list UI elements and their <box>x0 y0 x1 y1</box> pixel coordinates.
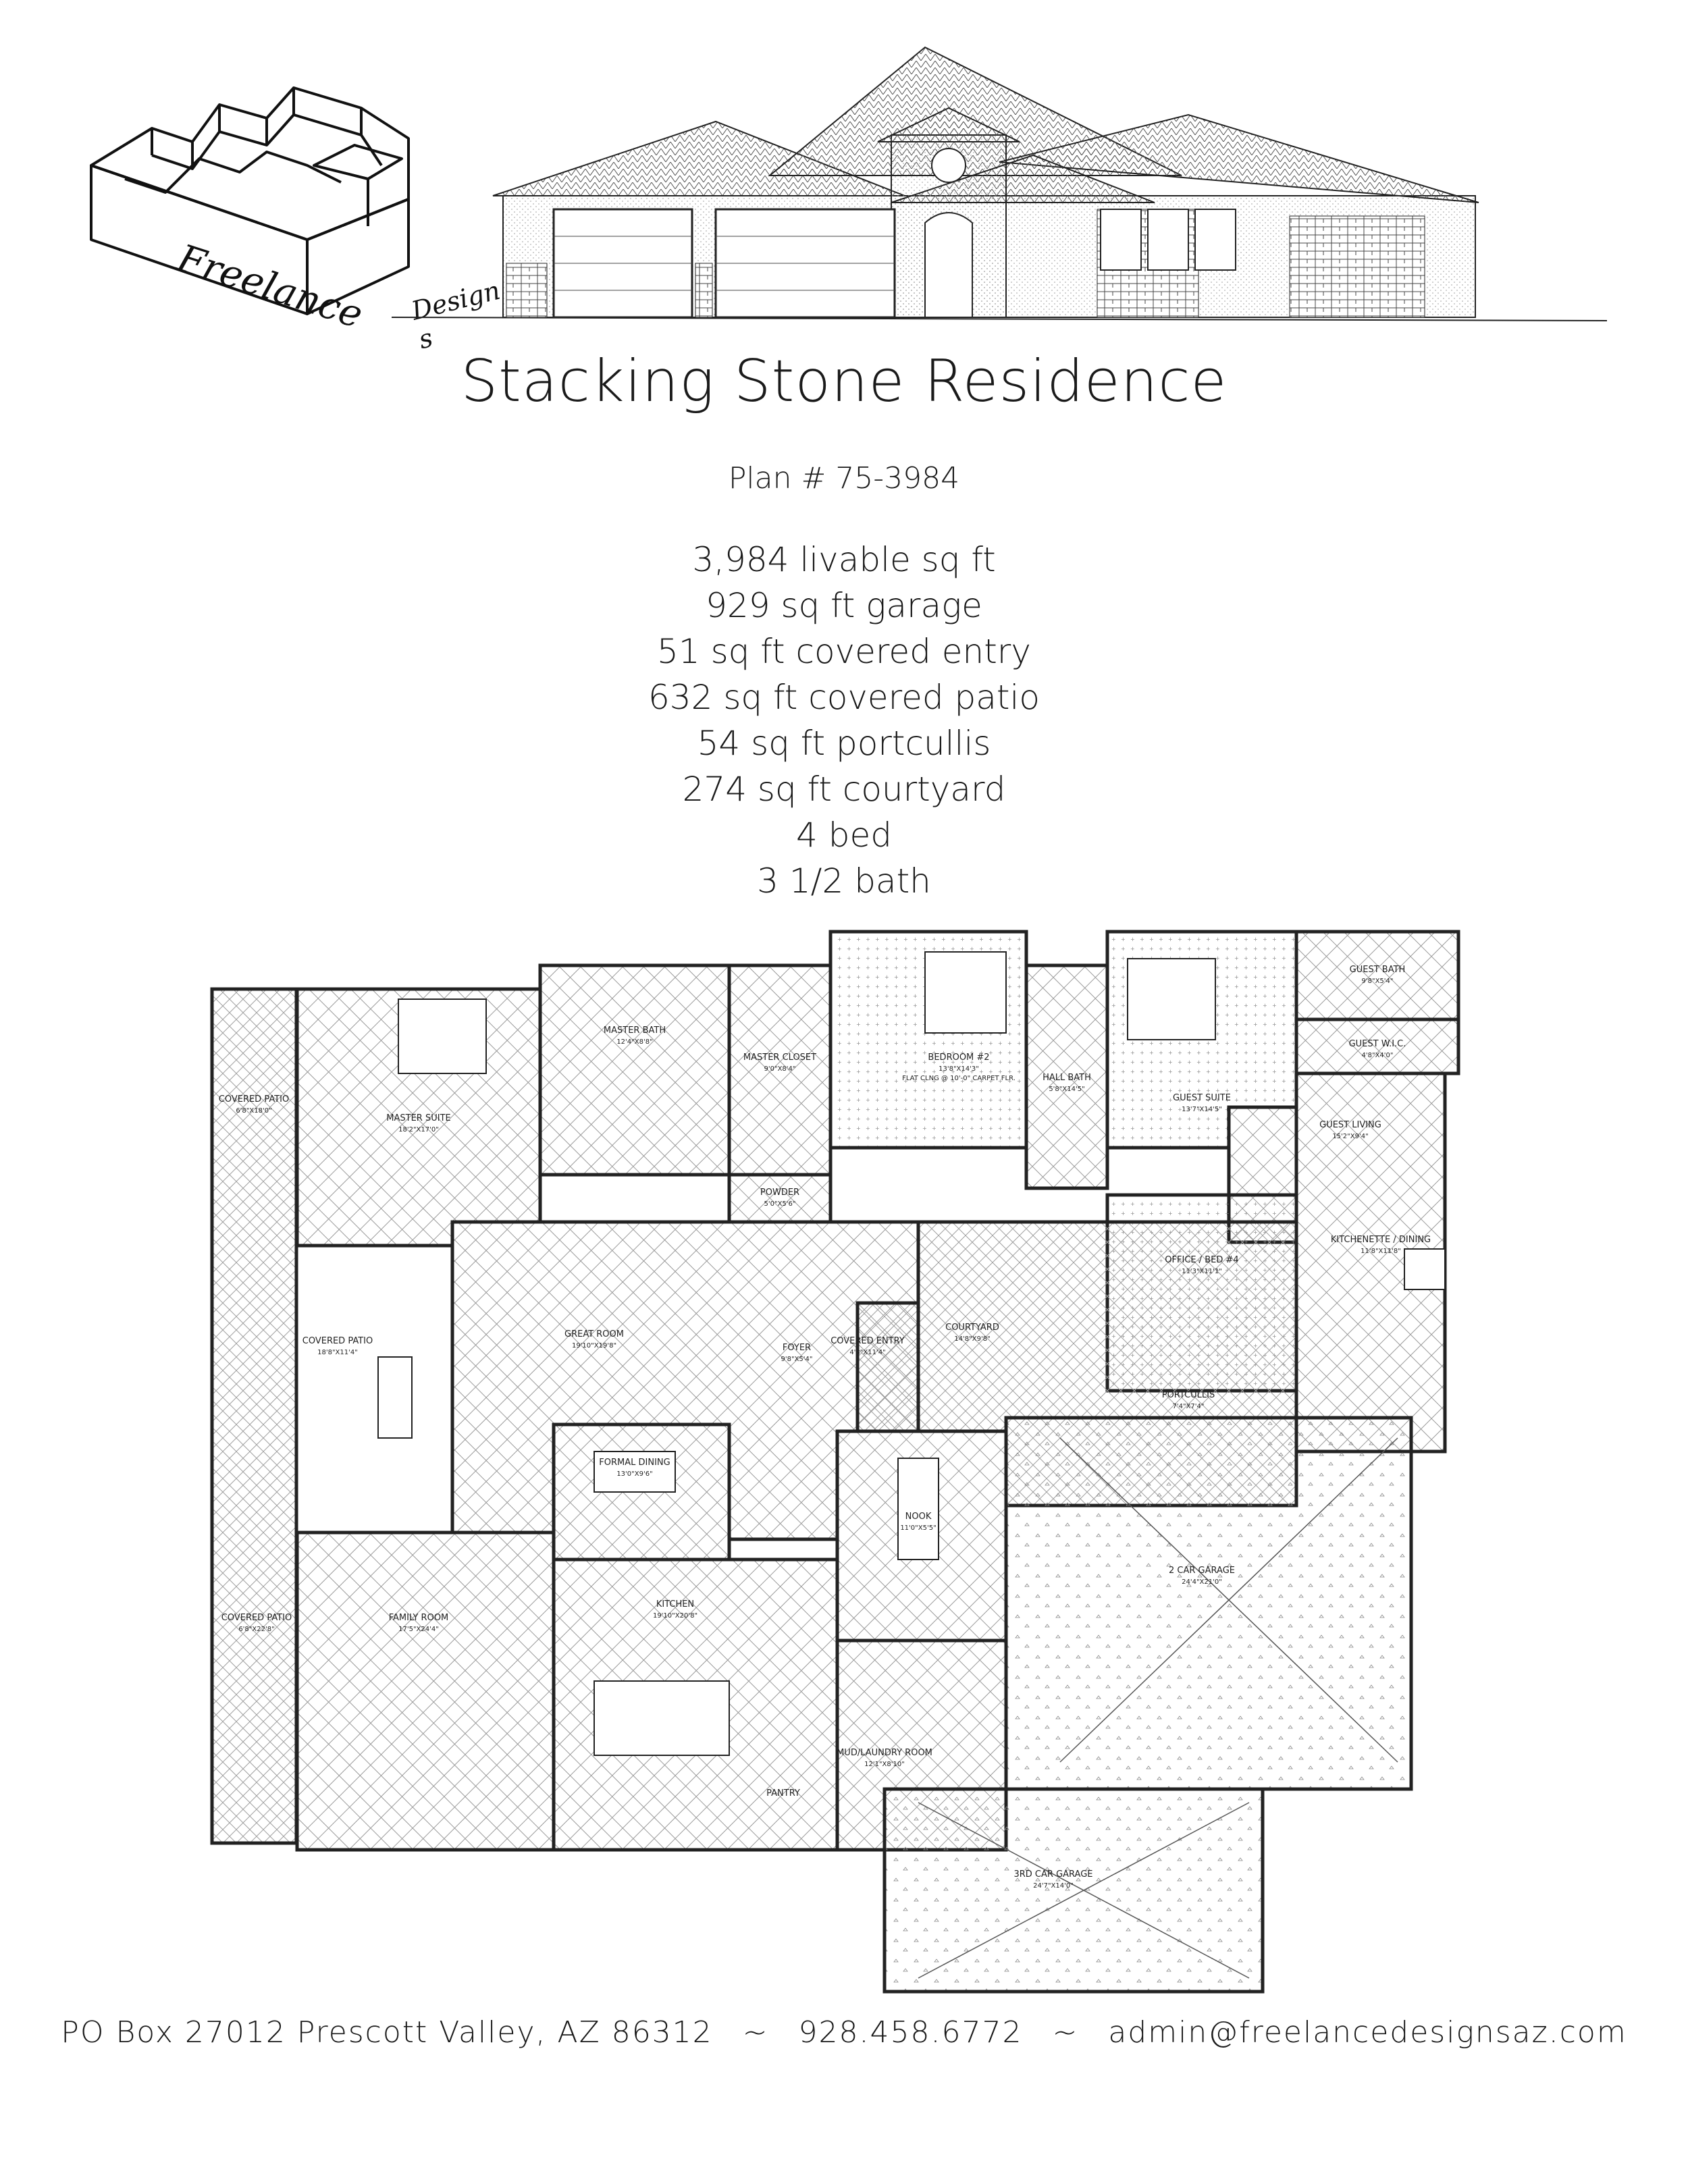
room-master-bath-dim: 12'4"X8'8" <box>616 1038 652 1046</box>
room-nook-dim: 11'0"X5'5" <box>900 1524 936 1532</box>
room-portcullis-dim: 7'4"X7'4" <box>1173 1403 1205 1410</box>
room-family-room: FAMILY ROOM <box>389 1613 449 1623</box>
room-covered-patio-top: COVERED PATIO <box>219 1094 289 1104</box>
logo-stair-block-icon <box>90 86 410 315</box>
footer-address: PO Box 27012 Prescott Valley, AZ 86312 <box>61 2015 713 2050</box>
room-formal-dining-dim: 13'0"X9'6" <box>616 1470 652 1478</box>
room-hall-bath-dim: 5'8"X14'5" <box>1049 1086 1084 1093</box>
room-bedroom-2: BEDROOM #2 <box>928 1053 989 1063</box>
room-kitchenette: KITCHENETTE / DINING <box>1331 1235 1431 1245</box>
room-formal-dining: FORMAL DINING <box>599 1458 670 1468</box>
room-bedroom-2-note: FLAT CLNG @ 10'-0" CARPET FLR. <box>902 1075 1016 1082</box>
room-master-closet-dim: 9'0"X8'4" <box>764 1065 796 1073</box>
stat-covered-patio: 632 sq ft covered patio <box>648 678 1040 717</box>
room-covered-patio-bottom-dim: 6'8"X22'8" <box>238 1626 274 1633</box>
room-powder-dim: 5'0"X5'6" <box>764 1200 796 1208</box>
room-master-suite-dim: 18'2"X17'0" <box>398 1126 439 1134</box>
footer-email[interactable]: admin@freelancedesignsaz.com <box>1108 2015 1627 2050</box>
room-mud-laundry-dim: 12'1"X8'10" <box>864 1761 905 1768</box>
room-great-room-dim: 19'10"X19'8" <box>572 1342 616 1350</box>
room-bedroom-2-dim: 13'8"X14'3" <box>939 1065 979 1073</box>
footer-separator-2: ~ <box>1052 2015 1079 2050</box>
contact-footer: PO Box 27012 Prescott Valley, AZ 86312 ~… <box>0 2015 1688 2050</box>
room-covered-entry-dim: 4'8"X11'4" <box>849 1349 885 1356</box>
room-covered-patio-top-dim: 6'8"X18'0" <box>236 1107 271 1115</box>
room-guest-wic: GUEST W.I.C. <box>1349 1039 1406 1049</box>
room-portcullis: PORTCULLIS <box>1162 1390 1215 1400</box>
stat-covered-entry: 51 sq ft covered entry <box>657 632 1031 671</box>
room-nook: NOOK <box>905 1512 932 1522</box>
room-3rd-car-garage-dim: 24'7"X14'0" <box>1033 1882 1074 1890</box>
stat-garage: 929 sq ft garage <box>706 586 982 625</box>
room-powder: POWDER <box>760 1188 799 1198</box>
room-courtyard-dim: 14'8"X9'8" <box>954 1335 990 1343</box>
room-guest-living: GUEST LIVING <box>1319 1120 1381 1130</box>
room-mud-laundry: MUD/LAUNDRY ROOM <box>837 1748 932 1758</box>
page-title: Stacking Stone Residence <box>460 348 1228 415</box>
stat-livable: 3,984 livable sq ft <box>692 540 996 579</box>
room-courtyard: COURTYARD <box>945 1323 999 1333</box>
plan-stats-list: 3,984 livable sq ft 929 sq ft garage 51 … <box>0 537 1688 904</box>
room-foyer-dim: 9'8"X5'4" <box>781 1356 813 1363</box>
room-covered-patio-bottom: COVERED PATIO <box>221 1613 292 1623</box>
room-pantry: PANTRY <box>766 1788 800 1799</box>
room-kitchen-dim: 19'10"X20'8" <box>653 1612 697 1620</box>
room-guest-living-dim: 15'2"X9'4" <box>1332 1133 1368 1140</box>
room-office-bed-4-dim: 11'3"X11'1" <box>1182 1268 1222 1275</box>
stat-portcullis: 54 sq ft portcullis <box>697 724 991 763</box>
stat-courtyard: 274 sq ft courtyard <box>682 770 1006 809</box>
room-master-closet: MASTER CLOSET <box>743 1053 816 1063</box>
stat-bathrooms: 3 1/2 bath <box>757 861 931 901</box>
room-covered-entry: COVERED ENTRY <box>830 1336 905 1346</box>
company-logo: Freelance Design s <box>84 64 503 354</box>
room-foyer: FOYER <box>783 1343 811 1353</box>
room-kitchenette-dim: 11'8"X11'8" <box>1361 1248 1401 1255</box>
room-hall-bath: HALL BATH <box>1043 1073 1091 1083</box>
footer-separator-1: ~ <box>742 2015 769 2050</box>
plan-number: Plan # 75-3984 <box>728 461 960 496</box>
room-family-room-dim: 17'5"X24'4" <box>398 1626 439 1633</box>
room-kitchen: KITCHEN <box>656 1599 694 1609</box>
room-2-car-garage-dim: 24'4"X21'0" <box>1182 1578 1222 1586</box>
room-covered-patio-mid: COVERED PATIO <box>302 1336 373 1346</box>
room-guest-bath-dim: 9'8"X5'4" <box>1362 978 1394 985</box>
room-guest-suite: GUEST SUITE <box>1173 1093 1231 1103</box>
room-guest-suite-dim: 13'7"X14'5" <box>1182 1106 1222 1113</box>
floor-plan-drawing: + <box>210 930 1460 1994</box>
front-elevation-drawing <box>392 46 1607 321</box>
room-guest-bath: GUEST BATH <box>1350 965 1406 975</box>
room-guest-wic-dim: 4'8"X4'0" <box>1362 1052 1394 1059</box>
stat-bedrooms: 4 bed <box>796 816 892 855</box>
footer-phone[interactable]: 928.458.6772 <box>798 2015 1023 2050</box>
room-great-room: GREAT ROOM <box>564 1329 624 1339</box>
room-covered-patio-mid-dim: 18'8"X11'4" <box>317 1349 358 1356</box>
room-master-bath: MASTER BATH <box>604 1026 666 1036</box>
room-2-car-garage: 2 CAR GARAGE <box>1169 1566 1235 1576</box>
room-office-bed-4: OFFICE / BED #4 <box>1165 1255 1238 1265</box>
room-3rd-car-garage: 3RD CAR GARAGE <box>1013 1869 1092 1880</box>
room-master-suite: MASTER SUITE <box>386 1113 450 1123</box>
